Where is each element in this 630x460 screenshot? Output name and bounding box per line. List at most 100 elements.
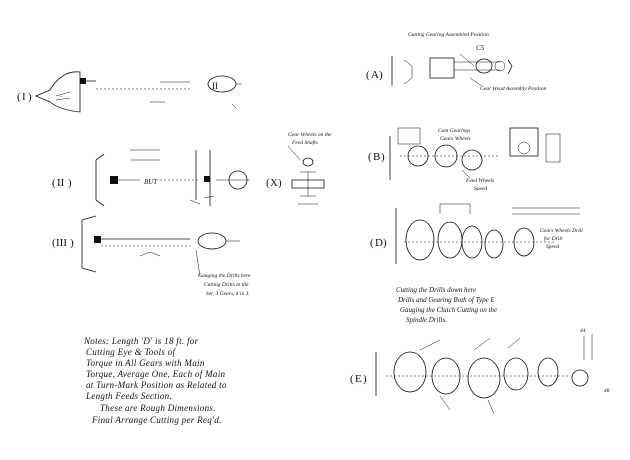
figure-e-end-wheel bbox=[571, 369, 589, 387]
figure-b-label: B bbox=[373, 151, 380, 163]
figure-a-gear bbox=[475, 58, 493, 74]
figure-ii-ticks bbox=[189, 195, 215, 205]
figure-a-right-cap bbox=[507, 59, 513, 75]
figure-b-label-right-paren: ) bbox=[381, 151, 385, 163]
figure-d-label-right-paren: ) bbox=[383, 237, 387, 249]
center-note: Cutting the Drills down here Drills and … bbox=[396, 286, 497, 324]
figure-i-label-right-paren: ) bbox=[28, 91, 32, 103]
figure-x-spindle bbox=[300, 171, 316, 196]
figure-d-disc-4 bbox=[484, 229, 504, 259]
figure-iii: ( III ) Gauging the Drills here Cutting … bbox=[52, 215, 251, 297]
center-note-line-1: Cutting the Drills down here bbox=[396, 286, 476, 294]
figure-e-label-left-paren: ( bbox=[350, 373, 354, 385]
figure-ii-label-right-paren: ) bbox=[68, 177, 72, 189]
figure-x-label-right-paren: ) bbox=[278, 177, 282, 189]
figure-ii-part-text: BUT bbox=[144, 178, 158, 186]
figure-x-note-line-1: Gear Wheels on the bbox=[288, 132, 332, 138]
figure-ii: ( II ) BUT bbox=[52, 149, 250, 207]
figure-b-right-wheel bbox=[517, 141, 531, 155]
figure-iii-note-line-2: Cutting Drills in the bbox=[204, 282, 249, 288]
figure-a-tag: C5 bbox=[476, 44, 485, 52]
figure-iii-end-cap bbox=[197, 232, 227, 250]
figure-e-number-2: 48 bbox=[604, 387, 610, 394]
figure-a-label-right-paren: ) bbox=[379, 69, 383, 81]
figure-x-feet bbox=[298, 195, 318, 205]
figure-e-wheel-5 bbox=[537, 357, 559, 387]
figure-e-number-1: 44 bbox=[580, 327, 586, 334]
figure-d-disc-2 bbox=[437, 221, 463, 259]
figure-e-label-right-paren: ) bbox=[363, 373, 367, 385]
bottom-note-line-2: Cutting Eye & Tools of bbox=[86, 347, 176, 357]
bottom-note-line-8: Final Arrange Cutting per Req'd. bbox=[91, 415, 222, 425]
figure-e-wheel-1 bbox=[393, 351, 427, 393]
figure-b-label-left-paren: ( bbox=[368, 151, 372, 163]
figure-iii-leader bbox=[195, 249, 201, 277]
figure-ii-collar bbox=[204, 176, 210, 182]
figure-i-label-left-paren: ( bbox=[17, 91, 21, 103]
figure-b-top-note-line-2: Gears Wheels bbox=[440, 136, 471, 142]
figure-ii-bracket bbox=[95, 153, 105, 207]
figure-e-wheel-4 bbox=[503, 357, 529, 391]
figure-ii-label: II bbox=[57, 177, 65, 189]
center-note-line-4: Spindle Drills. bbox=[406, 316, 447, 324]
bottom-note: Notes: Length 'D' is 18 ft. for Cutting … bbox=[83, 336, 227, 425]
figure-i-hatching bbox=[55, 91, 71, 101]
figure-b-right-housing bbox=[509, 127, 539, 157]
figure-a: ( A ) Cutting Gearing Assembled Position… bbox=[366, 32, 547, 92]
figure-e-leaders bbox=[419, 337, 521, 351]
figure-d: ( D ) Gears Wheels Drill for Drill Speed bbox=[370, 203, 583, 264]
figure-i-label: I bbox=[22, 91, 26, 103]
bottom-note-line-3: Torque in All Gears with Main bbox=[86, 358, 205, 368]
figure-i: ( I ) ~ II bbox=[17, 71, 242, 113]
figure-a-label-left-paren: ( bbox=[366, 69, 370, 81]
figure-e-uprights bbox=[583, 334, 593, 360]
figure-iii-note-line-1: Gauging the Drills here bbox=[198, 273, 251, 279]
figure-x-upper-gear bbox=[302, 157, 314, 167]
figure-b-gear-3 bbox=[461, 149, 483, 171]
figure-d-disc-1 bbox=[405, 219, 435, 261]
bottom-note-line-4: Torque, Average One, Each of Main bbox=[86, 369, 226, 379]
figure-iii-note-line-3: Set, 3 Gears, 4 in 3. bbox=[206, 290, 250, 297]
figure-a-bottom-note: Gear Head Assembly Position bbox=[480, 86, 547, 92]
figure-a-label: A bbox=[371, 69, 379, 81]
figure-x-leader bbox=[287, 145, 301, 161]
figure-i-end-label: II bbox=[212, 81, 218, 91]
figure-iii-label-left-paren: ( bbox=[52, 237, 56, 249]
figure-iii-block bbox=[94, 236, 101, 243]
figure-ii-block bbox=[110, 176, 118, 184]
bottom-note-line-5: at Turn-Mark Position as Related to bbox=[86, 380, 227, 390]
bottom-note-line-1: Notes: Length 'D' is 18 ft. for bbox=[83, 336, 199, 346]
figure-a-leader bbox=[469, 77, 483, 87]
figure-iii-label: III bbox=[56, 237, 67, 249]
figure-i-housing bbox=[34, 71, 81, 113]
figure-d-side-note-line-3: Speed bbox=[546, 244, 559, 250]
figure-x-carriage bbox=[291, 179, 325, 189]
figure-d-label: D bbox=[375, 237, 383, 249]
bottom-note-line-6: Length Feeds Section. bbox=[85, 391, 172, 401]
figure-e-wheel-3 bbox=[467, 357, 501, 399]
figure-b-end-block bbox=[545, 133, 561, 163]
figure-iii-bracket bbox=[81, 215, 97, 273]
figure-i-block bbox=[80, 78, 86, 84]
figure-i-callout: ~ bbox=[60, 94, 63, 100]
figure-d-label-left-paren: ( bbox=[370, 237, 374, 249]
figure-b-side-note-line-1: Feed Wheels bbox=[465, 178, 494, 184]
figure-ii-label-left-paren: ( bbox=[52, 177, 56, 189]
figure-a-gearbox bbox=[429, 57, 455, 79]
figure-d-side-note-line-1: Gears Wheels Drill bbox=[540, 228, 583, 234]
figure-ii-top-rods bbox=[130, 149, 160, 161]
figure-x-note-line-2: Feed Shafts bbox=[291, 139, 318, 146]
figure-d-top-bracket bbox=[439, 203, 471, 214]
figure-a-pinion bbox=[494, 60, 506, 72]
figure-x: ( X ) Gear Wheels on the Feed Shafts bbox=[266, 132, 332, 205]
figure-i-small-tick bbox=[231, 103, 237, 109]
figure-b-top-note-line-1: Cam Gearings bbox=[438, 128, 470, 134]
center-note-line-2: Drills and Gearing Both of Type E bbox=[397, 296, 495, 304]
figure-b: ( B ) Cam Gearings Gears Wheels Feed Whe… bbox=[368, 127, 561, 192]
figure-e: ( E ) 44 48 bbox=[350, 327, 610, 415]
figure-e-label: E bbox=[355, 373, 362, 385]
figure-iii-mark bbox=[139, 251, 161, 257]
figure-b-leader bbox=[461, 169, 471, 179]
figure-d-side-note-line-2: for Drill bbox=[544, 235, 563, 242]
